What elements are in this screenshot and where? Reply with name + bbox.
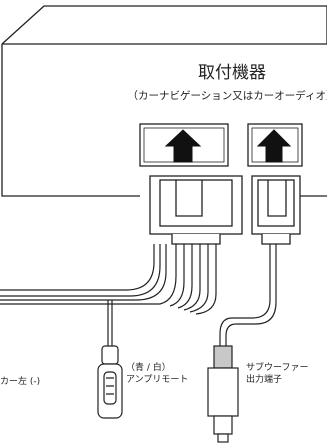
- device-subtitle: （カーナビゲーション又はカーオーディオ）: [127, 90, 327, 102]
- device-box-left-edge: [1, 44, 140, 197]
- subwoofer-rca-connector: [207, 345, 239, 443]
- sub-connector-slot: [247, 123, 303, 167]
- amp-remote-color-label: （青 / 白）: [126, 363, 171, 373]
- arrow-up-main-icon: [164, 129, 202, 163]
- device-title: 取付機器: [198, 63, 266, 83]
- amp-remote-terminal: [97, 345, 123, 419]
- subwoofer-wire: [219, 244, 277, 346]
- subwoofer-label: サブウーファー 出力端子: [246, 362, 308, 386]
- subwoofer-plug: [251, 175, 301, 245]
- subwoofer-name-label: サブウーファー: [246, 363, 309, 373]
- left-speaker-label: カー左 (-): [0, 377, 41, 387]
- harness-wires: [0, 244, 217, 315]
- amp-remote-name-label: アンプリモート: [126, 375, 189, 385]
- device-box-top: [1, 5, 327, 45]
- amp-remote-label: （青 / 白） アンプリモート: [126, 362, 188, 386]
- arrow-up-sub-icon: [256, 129, 292, 163]
- amp-remote-wire: [107, 300, 113, 346]
- device-box: [1, 5, 327, 197]
- main-harness-plug: [149, 175, 243, 245]
- subwoofer-output-label: 出力端子: [246, 375, 283, 385]
- main-connector-slot: [139, 123, 229, 167]
